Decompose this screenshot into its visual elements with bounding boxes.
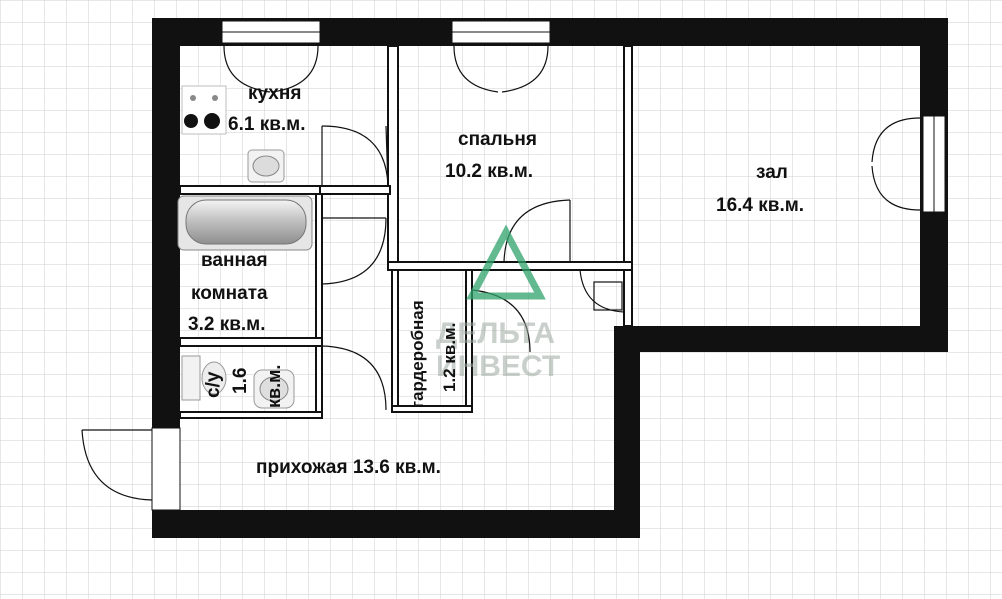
- windows: [151, 20, 946, 511]
- entrance-label: прихожая 13.6 кв.м.: [256, 457, 441, 478]
- bathtub-icon: [177, 195, 313, 251]
- room-labels: кухня 6.1 кв.м. спальня 10.2 кв.м. зал 1…: [188, 83, 804, 478]
- kitchen-area: 6.1 кв.м.: [228, 114, 306, 135]
- window-swings: [223, 45, 921, 211]
- sink-icon: [247, 149, 285, 183]
- wc-area-value: 1.6: [230, 368, 251, 394]
- wc-name: с/у: [203, 371, 224, 398]
- bedroom-name: спальня: [458, 129, 537, 150]
- hall-name: зал: [756, 162, 788, 183]
- watermark-logo: ДЕЛЬТА ИНВЕСТ: [436, 224, 560, 383]
- kitchen-name: кухня: [248, 83, 301, 104]
- door-swings: [81, 125, 625, 501]
- bathroom-name-line2: комната: [191, 283, 268, 304]
- watermark-line1: ДЕЛЬТА: [436, 317, 555, 350]
- bathroom-name-line1: ванная: [201, 250, 268, 271]
- washbasin-icon: [253, 369, 295, 409]
- hall-area: 16.4 кв.м.: [716, 195, 804, 216]
- toilet-icon: [181, 355, 227, 401]
- entrance-door-opening: [151, 427, 181, 511]
- bedroom-area: 10.2 кв.м.: [445, 161, 533, 182]
- wardrobe-name: гардеробная: [408, 300, 427, 408]
- wardrobe-area: 1.2 кв.м.: [440, 323, 459, 392]
- wc-area-unit: кв.м.: [264, 365, 284, 408]
- interior-walls: [179, 45, 633, 419]
- stove-icon: [181, 85, 227, 135]
- bathroom-area: 3.2 кв.м.: [188, 314, 266, 335]
- watermark-line2: ИНВЕСТ: [436, 350, 560, 383]
